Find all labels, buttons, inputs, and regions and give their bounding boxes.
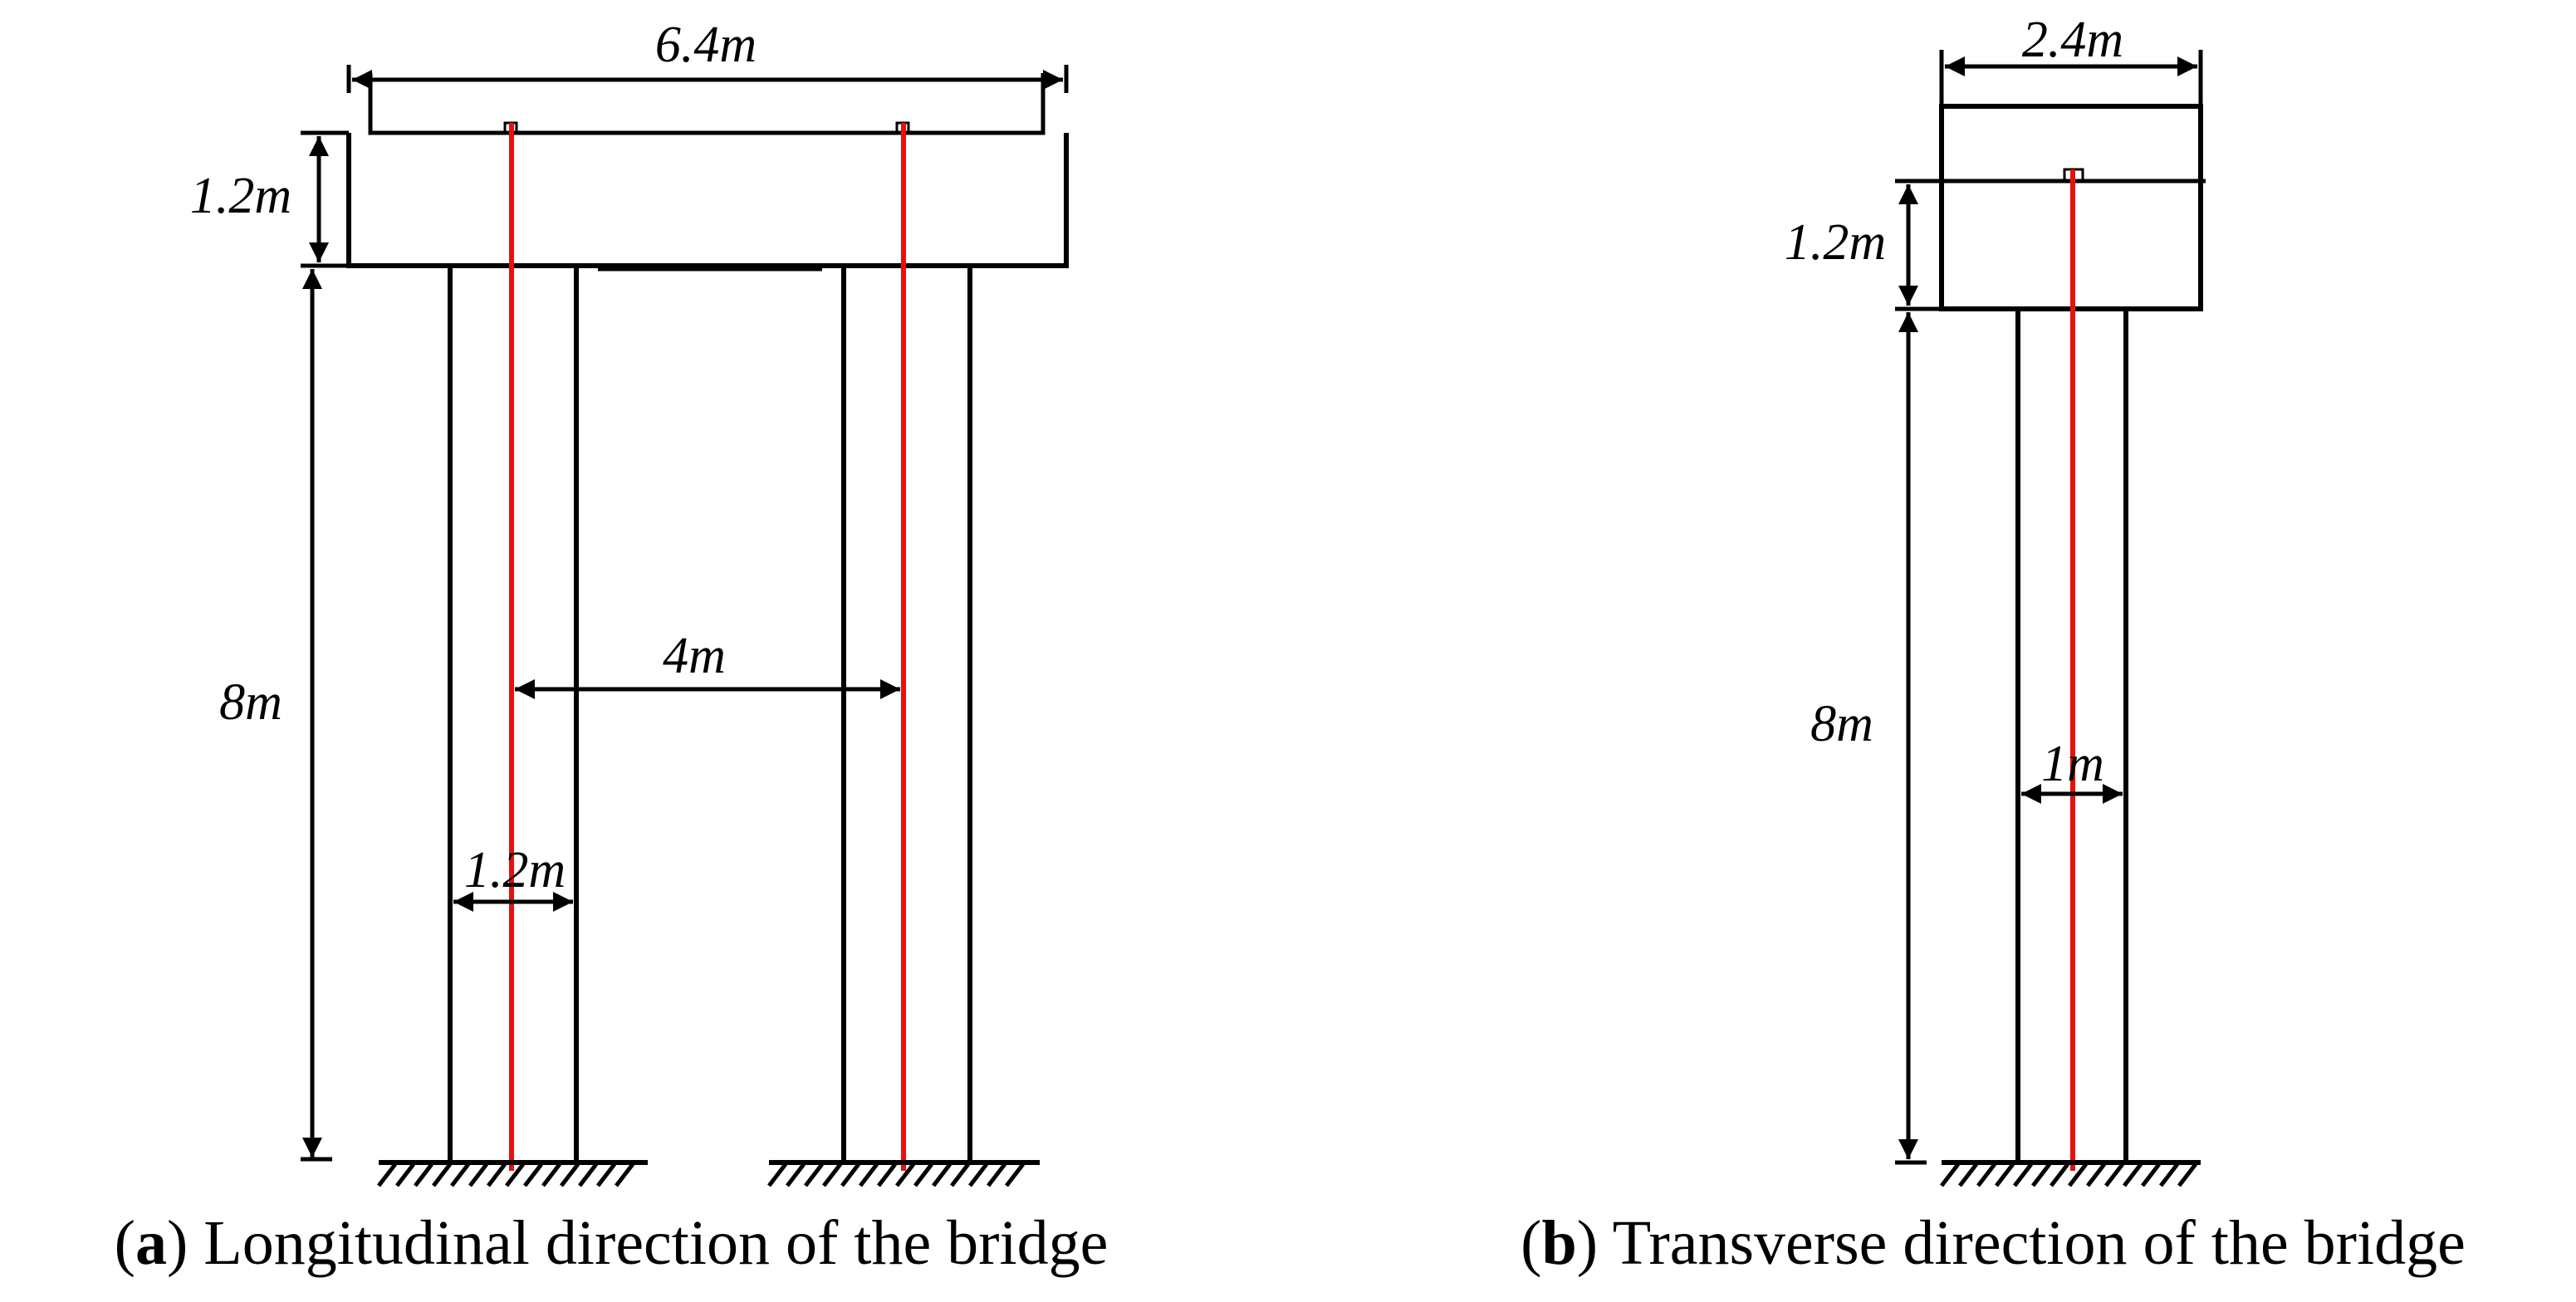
ground-hatch-mark [1995,1162,2015,1187]
column-right-a [841,266,972,1162]
dimension-column-spacing-a: 4m [515,628,900,699]
dimension-column-width-b: 1m [2021,736,2123,804]
panel-a-longitudinal: 6.4m 1.2m 8m 4m 1.2m (a) Longitudinal di… [115,17,1109,1278]
ground-hatch-mark [505,1162,525,1187]
column-width-label-a: 1.2m [464,842,566,898]
ground-hatch-mark [1976,1162,1996,1187]
cap-width-label-a: 6.4m [655,17,757,73]
ground-hatch-mark [1958,1162,1978,1187]
column-b [2015,309,2128,1162]
ground-hatch-mark [414,1162,433,1187]
ground-hatch-mark [2159,1162,2179,1187]
ground-hatch-mark [395,1162,415,1187]
ground-hatch-mark [578,1162,598,1187]
dimension-cap-height-a: 1.2m [190,130,349,268]
ground-hatch-mark [822,1162,842,1187]
ground-hatch-mark [950,1162,970,1187]
column-height-label-a: 8m [219,674,282,731]
ground-hatch-mark [450,1162,470,1187]
ground-hatch-mark [804,1162,824,1187]
cap-height-label-a: 1.2m [190,168,291,224]
ground-hatch-mark [859,1162,879,1187]
ground-hatch-mark [615,1162,634,1187]
ground-hatch-mark [2086,1162,2106,1187]
column-spacing-label-a: 4m [663,628,726,684]
pier-cap-a [346,73,1069,272]
ground-hatch-mark [596,1162,616,1187]
ground-support-left-a [377,1160,648,1187]
ground-hatch-mark [468,1162,488,1187]
column-left-a [448,266,579,1162]
column-width-label-b: 1m [2041,736,2104,792]
ground-hatch-mark [2050,1162,2069,1187]
dimension-cap-height-b: 1.2m [1785,179,1942,311]
ground-hatch-mark [840,1162,860,1187]
dimension-column-height-b: 8m [1810,312,1927,1165]
ground-hatch-mark [560,1162,580,1187]
ground-hatch-mark [1940,1162,1960,1187]
ground-hatch-mark [2104,1162,2124,1187]
ground-hatch-mark [987,1162,1006,1187]
ground-hatch-mark [968,1162,988,1187]
ground-hatch-mark [1005,1162,1025,1187]
ground-hatch-mark [786,1162,806,1187]
ground-hatch-mark [767,1162,787,1187]
ground-hatch-mark [2031,1162,2051,1187]
ground-hatch-mark [432,1162,452,1187]
ground-hatch-mark [895,1162,915,1187]
caption-b: (b) Transverse direction of the bridge [1521,1208,2466,1278]
cap-width-label-b: 2.4m [2022,12,2123,68]
ground-hatch-mark [913,1162,933,1187]
ground-hatch-mark [2141,1162,2161,1187]
caption-a: (a) Longitudinal direction of the bridge [115,1208,1109,1278]
dimension-column-width-a: 1.2m [453,842,573,912]
dimension-cap-width-b: 2.4m [1939,12,2203,106]
ground-hatch-mark [377,1162,397,1187]
ground-support-right-a [767,1160,1040,1187]
ground-support-b [1940,1160,2201,1187]
ground-hatch-mark [523,1162,543,1187]
ground-hatch-mark [932,1162,952,1187]
ground-hatch-mark [2068,1162,2088,1187]
ground-hatch-mark [2123,1162,2143,1187]
ground-hatch-mark [2013,1162,2033,1187]
ground-hatch-mark [877,1162,897,1187]
dimension-column-height-a: 8m [219,269,332,1162]
cap-height-label-b: 1.2m [1785,214,1886,271]
ground-hatch-mark [487,1162,507,1187]
panel-b-transverse: 2.4m 1.2m 8m 1m (b) Transverse direction… [1521,12,2466,1278]
ground-hatch-mark [541,1162,561,1187]
column-height-label-b: 8m [1810,696,1873,752]
dimension-cap-width-a: 6.4m [346,17,1069,93]
ground-hatch-mark [2177,1162,2197,1187]
